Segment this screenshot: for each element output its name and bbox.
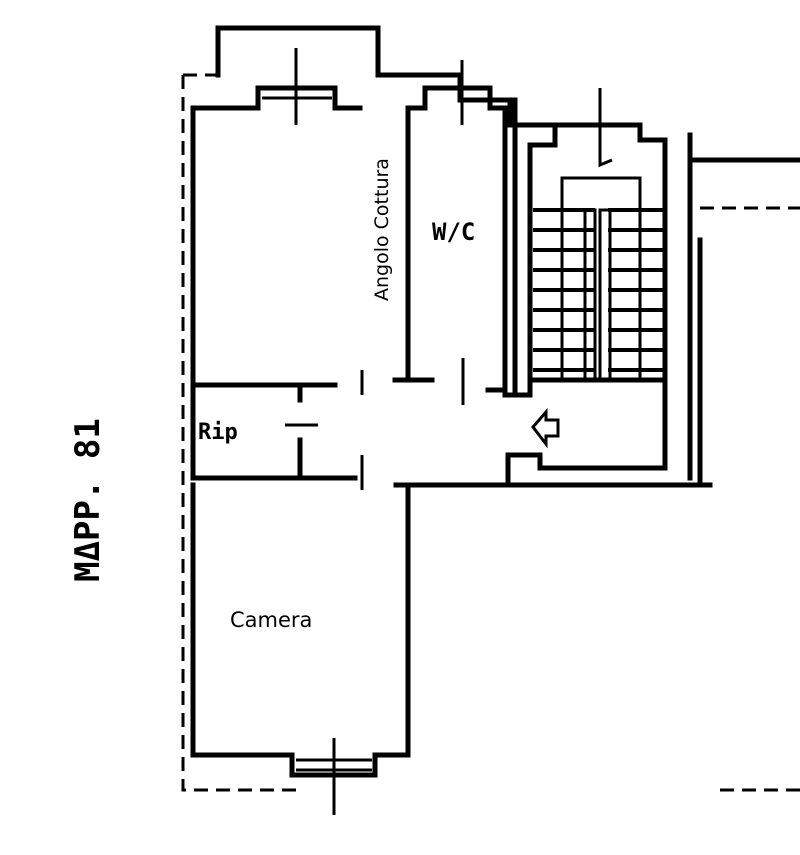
rip-wall bbox=[190, 382, 358, 481]
kitchen-window bbox=[262, 86, 332, 100]
stair-stringer bbox=[583, 208, 597, 382]
outer-wall-right bbox=[687, 132, 800, 481]
stair-window-axis bbox=[598, 88, 613, 168]
room-label-kitchen: Angolo Cottura bbox=[371, 158, 393, 301]
room-label-bathroom: W/C bbox=[432, 218, 476, 246]
stair-wall bbox=[505, 122, 668, 488]
stair-stringer bbox=[598, 208, 612, 382]
balcony-wall bbox=[215, 25, 558, 128]
room-label-storage: Rip bbox=[198, 420, 238, 445]
bedroom-wall bbox=[190, 482, 411, 778]
stair-flight bbox=[560, 176, 642, 380]
wc-wall bbox=[405, 85, 508, 393]
stair-left-wall bbox=[527, 122, 558, 398]
parcel-label: MΔPP. 81 bbox=[68, 418, 108, 582]
wc-outer-wall bbox=[502, 97, 533, 398]
kitchen-wall bbox=[190, 85, 363, 383]
room-label-bedroom: Camera bbox=[230, 608, 313, 632]
entrance-arrow-icon bbox=[531, 407, 560, 449]
stair-treads bbox=[533, 208, 665, 382]
property-boundary bbox=[181, 73, 800, 792]
